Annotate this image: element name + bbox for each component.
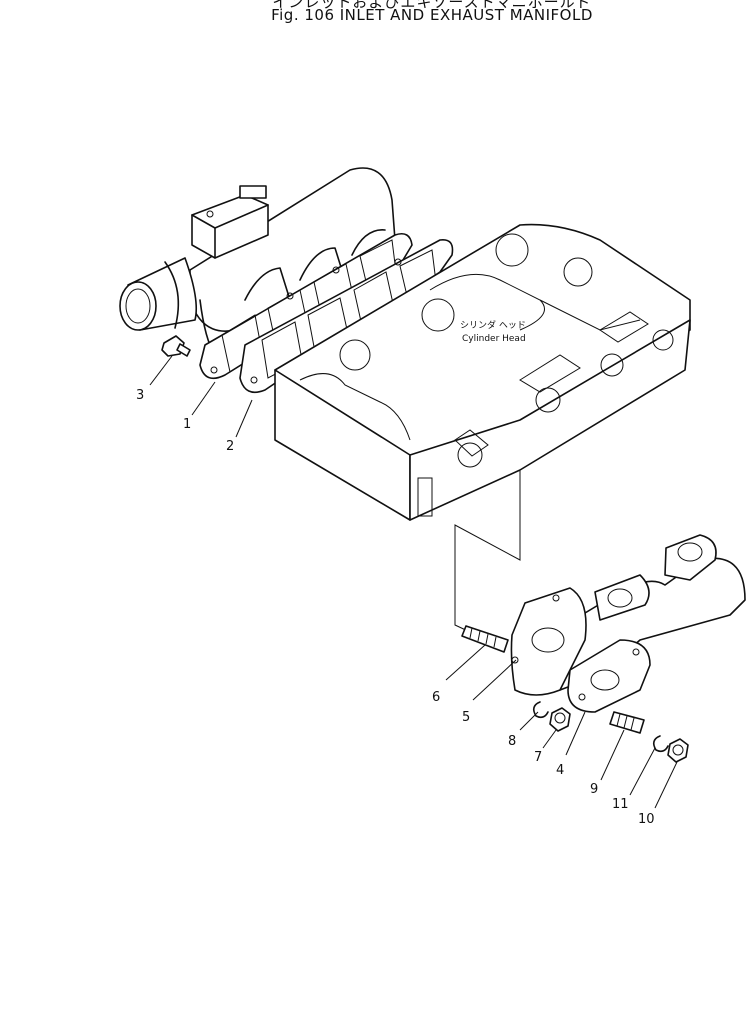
callout-9: 9	[590, 782, 598, 797]
callout-2: 2	[226, 439, 234, 454]
stud-part-6	[461, 625, 509, 653]
lock-washer-part-8	[532, 701, 549, 719]
callout-4: 4	[556, 763, 564, 778]
exhaust-manifold	[539, 534, 746, 713]
cylinder-head-label: Cylinder Head	[462, 334, 526, 344]
callout-7: 7	[534, 750, 542, 765]
cylinder-head-label-jp: シリンダ ヘッド	[460, 319, 526, 331]
leader-lines	[149, 355, 678, 809]
nut-part-7	[549, 707, 571, 732]
callout-1: 1	[183, 417, 191, 432]
bolt-part-3	[161, 335, 191, 357]
lock-washer-part-11	[652, 735, 669, 753]
callout-3: 3	[136, 388, 144, 403]
figure-title-jp: インレットおよびエキゾーストマニホールド	[272, 0, 592, 11]
inlet-manifold	[119, 167, 396, 356]
gasket-exhaust-manifold	[510, 587, 587, 696]
callout-10: 10	[638, 812, 655, 827]
callout-11: 11	[612, 797, 629, 812]
callout-6: 6	[432, 690, 440, 705]
cylinder-head	[274, 223, 691, 521]
callout-5: 5	[462, 710, 470, 725]
figure-title: Fig. 106 INLET AND EXHAUST MANIFOLD	[271, 6, 593, 24]
stud-part-9	[609, 711, 645, 734]
nut-part-10	[667, 738, 689, 763]
callout-8: 8	[508, 734, 516, 749]
callout-numbers: 3 1 2 6 5 8 7 4 9 11 10	[136, 388, 655, 827]
